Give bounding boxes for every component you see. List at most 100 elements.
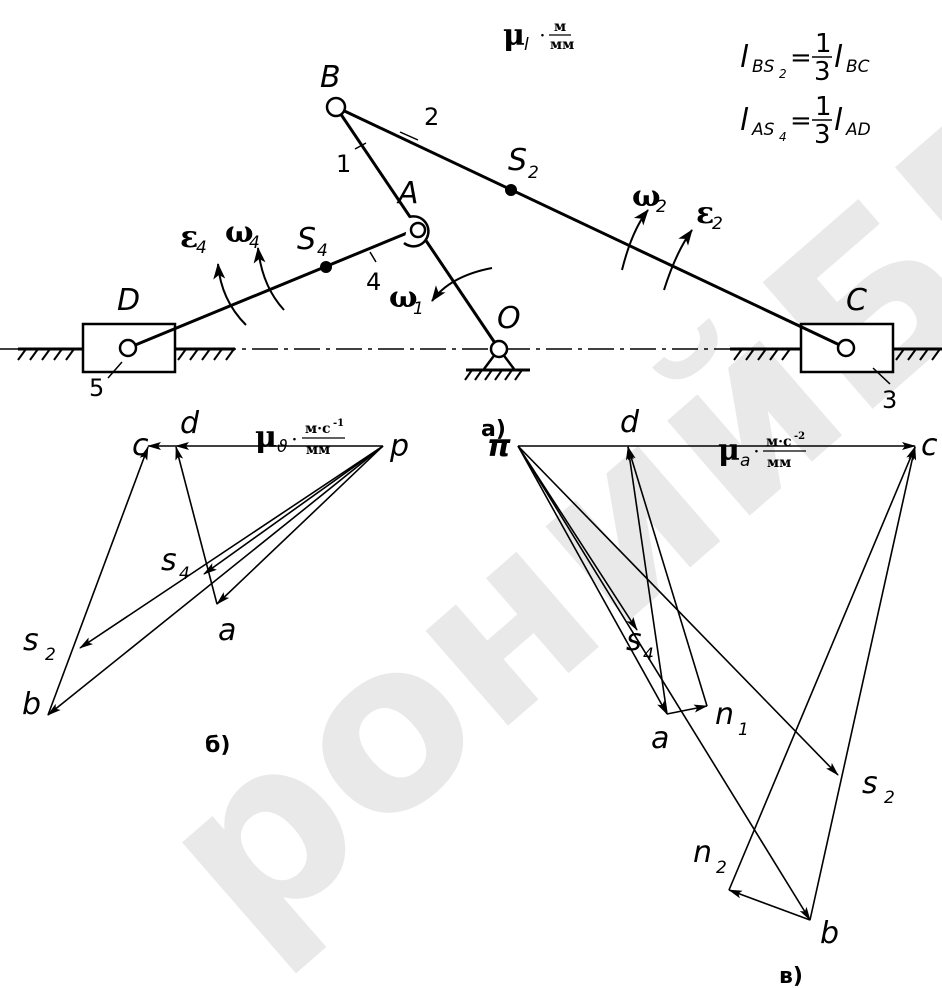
vel-label-d: d [180,406,200,441]
vel-scale-symbol: μ [255,420,277,455]
label-eps4-sub: 4 [196,238,207,258]
vel-label-a: a [218,613,236,648]
label-eps4: ε [180,220,198,255]
label-S2-sub: 2 [528,163,539,183]
vel-vec-p-s2 [79,445,384,649]
vel-vec-p-s4 [203,445,384,575]
joint-C [836,338,856,358]
label-link-1: 1 [336,150,351,178]
label-link-5: 5 [89,374,104,402]
formula1-lhs-subsub: 2 [779,67,787,81]
acc-scale-symbol: μ [718,433,740,468]
acc-vec-n2-c [728,446,916,891]
label-D: D [117,283,140,318]
formula2-lhs-sub: AS [751,120,775,140]
acc-vec-n1-d [627,446,708,707]
acc-vec-pi-a [517,445,668,715]
acc-label-s4: s [626,623,642,658]
ground-hatch-right [733,348,941,361]
label-link-3: 3 [882,386,897,414]
formula2-lhs-subsub: 4 [779,130,787,144]
formula2-rhs: l [834,103,843,138]
formula2-num: 1 [815,92,832,122]
length-scale-sub: l [524,35,529,55]
acc-vec-a-d [625,446,668,715]
label-omega1-sub: 1 [413,299,424,319]
acc-label-pi: π [487,429,511,464]
acc-label-n1-sub: 1 [738,720,749,740]
acc-vec-pi-b [517,445,811,921]
length-scale-dot: · [540,28,545,44]
label-S4-sub: 4 [317,241,328,261]
mechanism-scheme [0,96,942,385]
formula1-lhs: l [740,40,749,75]
leader-5 [107,361,123,379]
acceleration-plan-labels: μ a · м·с -2 мм π d c s 4 a n 1 s 2 n 2 … [487,405,938,988]
omega1-arrow [431,267,493,302]
label-eps2-sub: 2 [712,214,723,234]
joint-O [489,339,509,359]
label-C: C [846,283,867,318]
formula1-rhs: l [834,40,843,75]
label-link-2: 2 [424,103,439,131]
length-scale-unit-den: мм [550,37,574,53]
eps4-arrow [213,263,247,326]
label-omega1: ω [389,280,418,315]
vel-label-s2-sub: 2 [45,645,56,665]
formula1-num: 1 [815,29,832,59]
length-ratio-formulas: l BS 2 = 1 3 l BC l AS 4 = 1 3 l AD [740,29,871,150]
acc-label-s2: s [862,766,878,801]
watermark: ронийБГ [111,51,942,988]
acc-label-n2-sub: 2 [716,858,727,878]
point-S4 [320,261,332,273]
vel-vec-b-c [47,446,149,716]
acc-label-s4-sub: 4 [643,645,654,665]
label-omega2: ω [632,179,661,214]
velocity-plan-labels: μ ϑ · м·с -1 мм p c d s 4 a s 2 b б) [22,406,409,758]
acc-vec-a-n1 [666,704,708,715]
label-S4: S [297,222,316,257]
acc-vec-b-c [809,446,917,921]
acc-label-s2-sub: 2 [884,788,895,808]
acc-label-a: a [651,721,669,756]
acc-scale-unit-exp: -2 [794,431,805,442]
vel-label-c: c [132,428,149,463]
label-O: O [497,301,521,336]
ground-hatch-left [17,348,235,361]
label-eps2: ε [696,196,714,231]
formula1-lhs-sub: BS [752,57,775,77]
formula1-rhs-sub: BC [846,57,870,77]
length-scale-symbol: μ [503,18,525,53]
label-B: B [320,60,341,95]
label-omega4: ω [225,215,254,250]
vel-vec-p-b [47,445,384,716]
formula1-eq: = [790,43,812,73]
acceleration-plan [517,442,917,921]
formula2-eq: = [790,106,812,136]
label-A: A [396,176,419,211]
label-link-4: 4 [366,268,381,296]
point-S2 [505,184,517,196]
joint-A [409,221,427,239]
formula2-rhs-sub: AD [845,120,871,140]
vel-scale-dot: · [292,432,297,448]
leader-4 [369,251,377,263]
vel-scale-unit-exp: -1 [333,418,344,429]
formula2-lhs: l [740,103,749,138]
vel-scale-unit-den: мм [306,442,330,458]
acc-vec-pi-s4 [517,445,638,631]
acc-label-d: d [620,405,640,440]
leader-3 [872,367,891,385]
joint-B [325,96,347,118]
label-S2: S [508,143,527,178]
vel-scale-sub: ϑ [277,437,288,457]
acc-vec-b-n2 [728,889,811,921]
acc-scale-sub: a [740,451,750,471]
vel-label-s4: s [161,543,177,578]
acc-scale-unit-den: мм [767,455,791,471]
vel-label-s4-sub: 4 [179,564,190,584]
acc-label-n2: n [693,835,712,870]
vel-label-p: p [389,429,409,464]
support-O-hatch [464,369,523,381]
